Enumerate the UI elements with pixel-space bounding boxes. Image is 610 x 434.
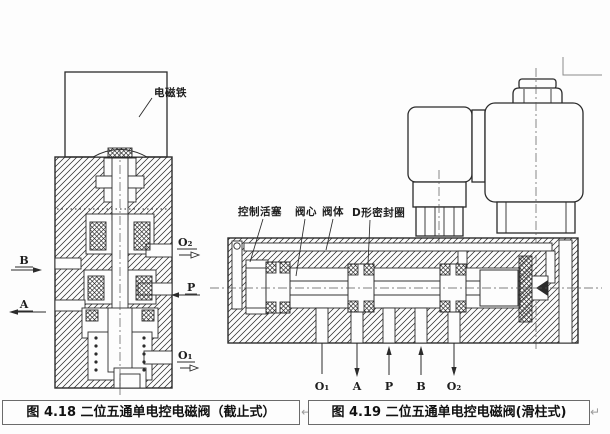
port-channel-b <box>54 257 82 270</box>
channel-b <box>414 307 428 344</box>
port-channel-o1 <box>143 350 173 365</box>
channel-a <box>350 307 364 344</box>
d-seal-label: D形密封圈 <box>352 206 405 219</box>
control-piston-label: 控制活塞 <box>238 205 282 218</box>
paragraph-mark-left: ↵ <box>301 405 312 419</box>
end-plate <box>558 239 573 344</box>
seal-rings-left <box>85 147 155 322</box>
port-o2-bottom-label: O₂ <box>447 380 462 393</box>
port-channel-o2 <box>145 243 173 258</box>
port-b-label: B <box>19 254 28 267</box>
solenoid-detail-lines <box>424 89 567 236</box>
port-a-arrow <box>9 309 18 315</box>
solenoid-label: 电磁铁 <box>154 86 187 99</box>
bottom-port-lines <box>321 343 455 375</box>
port-b-bottom-label: B <box>416 380 425 393</box>
connector-tab <box>471 109 486 183</box>
port-a: A <box>9 298 46 315</box>
port-b-arrow <box>33 267 42 273</box>
channel-o2 <box>447 307 461 344</box>
valve-diagrams-canvas: 电磁铁 B A O₂ P O₁ <box>9 57 602 396</box>
port-p-arrow <box>171 292 179 298</box>
connector-step <box>412 181 467 208</box>
caption-fig-4-18: 图 4.18 二位五通单电控电磁阀（截止式） <box>2 400 300 425</box>
caption-fig-4-19: 图 4.19 二位五通单电控电磁阀(滑柱式) <box>308 400 590 425</box>
port-p-bottom-label: P <box>385 380 393 393</box>
end-bolt-slot <box>231 240 243 310</box>
paragraph-mark-right: ↵ <box>590 405 601 419</box>
solenoid-leader-line <box>138 97 153 118</box>
port-o1-open-arrow <box>189 364 200 372</box>
valve-core-label: 阀心 <box>295 205 317 218</box>
port-o1-label: O₁ <box>178 349 193 362</box>
port-a-label: A <box>19 298 29 311</box>
port-b-up-arrow <box>418 346 424 355</box>
label-leader-lines <box>249 218 371 277</box>
port-o2-left-figure: O₂ <box>177 236 201 259</box>
port-a-down-arrow <box>354 368 360 377</box>
port-b: B <box>11 254 42 273</box>
valve-internals-right <box>231 239 573 344</box>
port-o1-bottom-label: O₁ <box>315 380 330 393</box>
valve-body-label: 阀体 <box>322 205 344 218</box>
channel-o1 <box>315 307 329 344</box>
left-valve-figure: 电磁铁 B A O₂ P O₁ <box>9 71 201 396</box>
electrical-connector <box>407 106 473 183</box>
port-channel-a <box>54 299 86 312</box>
port-p-label: P <box>187 281 195 294</box>
port-p-up-arrow <box>386 346 392 355</box>
port-p-left-figure: P <box>171 281 200 298</box>
channel-p <box>382 307 396 344</box>
return-spring-dots <box>94 336 146 372</box>
port-o2-down-arrow <box>451 367 457 376</box>
port-o1-left-figure: O₁ <box>177 349 200 372</box>
bolt-head <box>233 242 241 250</box>
port-o2-label: O₂ <box>178 236 193 249</box>
d-seal-ring <box>518 255 533 323</box>
solenoid-block <box>64 71 168 158</box>
cap-base <box>512 87 563 105</box>
port-a-bottom-label: A <box>352 380 362 393</box>
terminal-block <box>415 206 464 237</box>
coil-body <box>484 102 584 203</box>
frame-corner-mark <box>562 57 602 76</box>
spool-seals <box>265 255 533 323</box>
solenoid-assembly <box>407 78 584 237</box>
right-valve-figure: 控制活塞 阀心 阀体 D形密封圈 O₁ A P B O₂ <box>210 57 602 393</box>
pilot-channel <box>243 242 553 252</box>
port-o2-open-arrow <box>190 251 201 259</box>
